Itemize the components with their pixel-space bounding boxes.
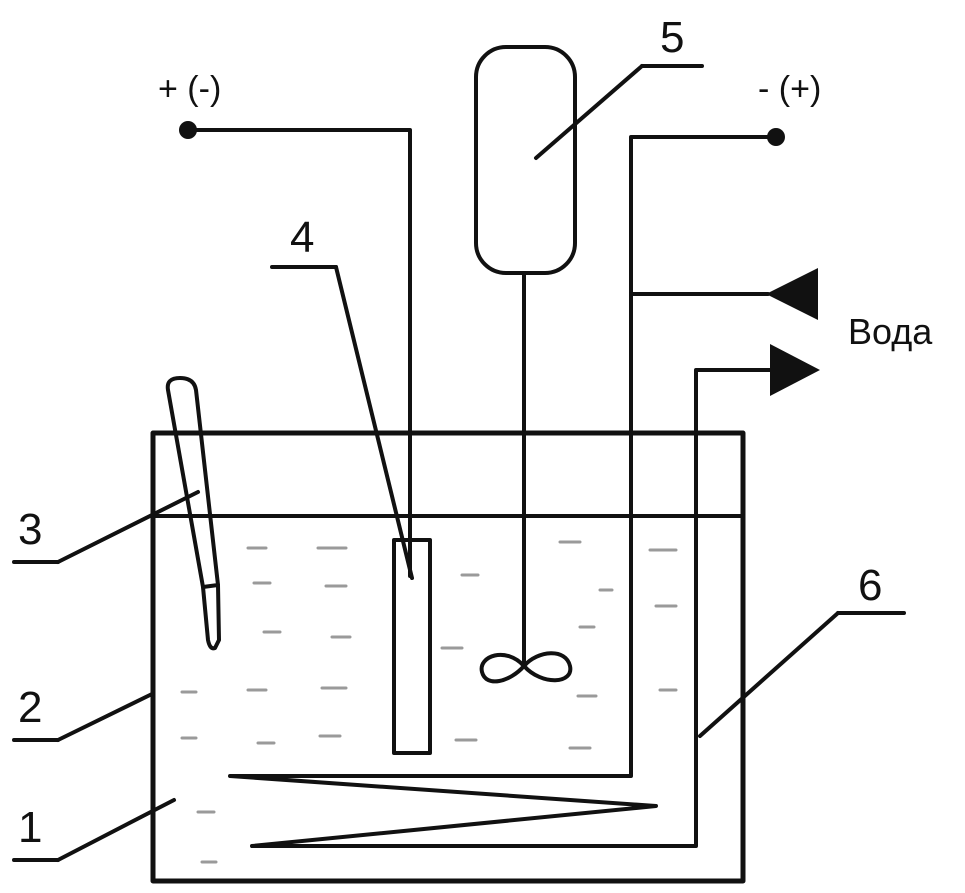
label-6: 6 (858, 561, 882, 610)
stirrer-impeller (479, 651, 573, 684)
label-3: 3 (18, 505, 42, 554)
left-terminal-polarity: + (-) (158, 70, 221, 108)
left-terminal (179, 121, 197, 139)
stirrer-motor (474, 45, 577, 275)
label-5: 5 (660, 13, 684, 62)
electrolyte-liquid (180, 540, 678, 864)
label-2: 2 (18, 683, 42, 732)
right-terminal (767, 128, 785, 146)
label-1: 1 (18, 803, 42, 852)
water-label: Вода (848, 311, 933, 352)
thermometer (165, 376, 221, 651)
water-inlet-arrow-icon (766, 268, 818, 320)
leader-lines (12, 64, 906, 862)
vessel-wall (150, 430, 746, 884)
water-outlet-arrow-icon (770, 344, 820, 396)
right-terminal-polarity: - (+) (758, 70, 821, 108)
left-wire (186, 128, 412, 578)
label-4: 4 (290, 213, 314, 262)
right-wire (228, 135, 778, 848)
